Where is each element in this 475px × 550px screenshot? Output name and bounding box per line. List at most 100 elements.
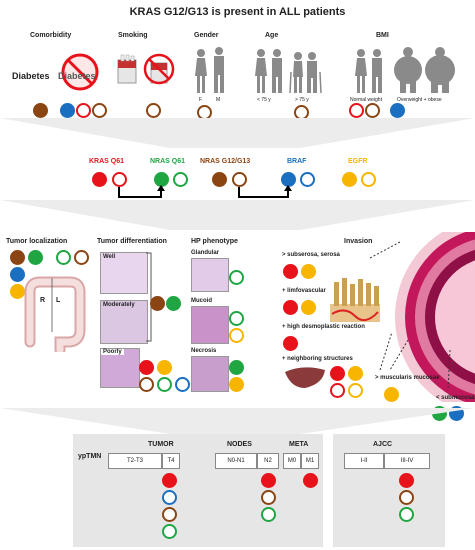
moderately-green-dot [166, 296, 181, 311]
nras-g12-label: NRAS G12/G13 [200, 158, 251, 165]
m1-red-dot [303, 473, 318, 488]
gender-f-label: F [199, 97, 203, 103]
kras-q61-label: KRAS Q61 [89, 158, 125, 165]
mucoid-green-ring [229, 311, 244, 326]
neighboring-red-dot [330, 366, 345, 381]
subserosa-yellow-dot [301, 264, 316, 279]
kras-q61-red-ring [112, 172, 127, 187]
age-header: Age [265, 32, 279, 39]
n2-brown-ring [261, 490, 276, 505]
necrosis-label: Necrosis [191, 348, 217, 354]
limfovascular-yellow-dot [301, 300, 316, 315]
male-figure-icon [211, 46, 227, 94]
age-under-label: < 75 y [257, 97, 271, 103]
glandular-green-ring [229, 270, 244, 285]
comorbidity-brown-dot [33, 103, 48, 118]
liver-icon [283, 366, 327, 390]
necrosis-green-dot [229, 360, 244, 375]
funnel-band-3 [0, 408, 475, 434]
m1-cell: M1 [301, 453, 319, 469]
histology-necrosis [191, 356, 229, 392]
staging-panel [73, 434, 323, 547]
ajcc-red-dot [399, 473, 414, 488]
i-ii-cell: I-II [344, 453, 384, 469]
desmoplastic-label: + high desmoplastic reaction [282, 324, 365, 330]
braf-blue-dot [281, 172, 296, 187]
mucoid-yellow-ring [229, 328, 244, 343]
no-diabetes-icon [60, 52, 100, 92]
n0n1-cell: N0-N1 [215, 453, 257, 469]
nras-g12-brown-dot [212, 172, 227, 187]
section-pathology: Tumor localization R L Tumor differentia… [0, 219, 475, 421]
yptmn-label: ypTMN [78, 453, 102, 460]
nras-q61-green-ring [173, 172, 188, 187]
elderly-people-icon [288, 50, 322, 94]
neighboring-label: + neighboring structures [282, 356, 353, 362]
bmi-over-blue-dot [390, 103, 405, 118]
histology-moderately [100, 300, 148, 344]
no-smoking-icon [143, 53, 175, 85]
loc-green-dot [28, 250, 43, 265]
t4-blue-ring [162, 490, 177, 505]
moderately-label: Moderately [103, 302, 135, 308]
gender-m-label: M [216, 97, 221, 103]
smoking-header: Smoking [118, 32, 148, 39]
invasion-pointers [280, 230, 475, 420]
loc-brown-ring [74, 250, 89, 265]
normal-weight-icon [352, 48, 386, 94]
overweight-icon [392, 46, 458, 94]
n2-green-ring [261, 507, 276, 522]
tumor-localization-header: Tumor localization [6, 238, 68, 245]
t4-cell: T4 [162, 453, 180, 469]
iii-iv-cell: III-IV [384, 453, 430, 469]
m0-cell: M0 [283, 453, 301, 469]
diabetes-crossed-label: Diabetes [58, 71, 96, 81]
poorly-yellow-dot [157, 360, 172, 375]
n2-cell: N2 [257, 453, 279, 469]
loc-blue-dot [10, 267, 25, 282]
tumor-header: TUMOR [148, 441, 174, 448]
tumor-differentiation-header: Tumor differentiation [97, 238, 167, 245]
age-over-label: > 75 y [295, 97, 309, 103]
neighboring-red-ring [330, 383, 345, 398]
bmi-header: BMI [376, 32, 389, 39]
t4-brown-ring [162, 507, 177, 522]
egfr-label: EGFR [348, 158, 368, 165]
nras-q61-label: NRAS Q61 [150, 158, 186, 165]
bmi-normal-red-ring [349, 103, 364, 118]
limfovascular-label: + limfovascular [282, 288, 326, 294]
no-diabetes-red-ring [76, 103, 91, 118]
ajcc-header: AJCC [373, 441, 393, 448]
section-demographics: Comorbidity Smoking Gender Age BMI Diabe… [0, 20, 475, 130]
no-diabetes-blue-dot [60, 103, 75, 118]
cigarette-pack-icon [117, 54, 137, 84]
bmi-normal-label: Normal weight [350, 97, 382, 103]
histology-mucoid [191, 306, 229, 344]
limfovascular-red-dot [283, 300, 298, 315]
t2t3-cell: T2-T3 [108, 453, 162, 469]
muscularis-label: > muscularis mucosae [375, 375, 440, 381]
mutation-connectors [0, 150, 475, 210]
egfr-yellow-dot [342, 172, 357, 187]
mucoid-label: Mucoid [191, 298, 212, 304]
female-figure-icon [193, 48, 209, 94]
comorbidity-header: Comorbidity [30, 32, 72, 39]
ajcc-panel [333, 434, 445, 547]
colon-wall-section-icon [385, 219, 475, 415]
no-diabetes-brown-ring [92, 103, 107, 118]
loc-yellow-dot [10, 284, 25, 299]
nras-g12-brown-ring [232, 172, 247, 187]
bmi-normal-brown-ring [365, 103, 380, 118]
no-smoking-brown-ring [146, 103, 161, 118]
loc-l-label: L [56, 297, 61, 304]
poorly-label: Poorly [101, 349, 124, 355]
t4-green-ring [162, 524, 177, 539]
braf-label: BRAF [287, 158, 307, 165]
nras-q61-green-dot [154, 172, 169, 187]
diabetes-label: Diabetes [12, 71, 50, 81]
glandular-label: Glandular [191, 250, 220, 256]
loc-brown-dot [10, 250, 25, 265]
desmoplastic-red-dot [283, 336, 298, 351]
well-label: Well [103, 254, 116, 260]
meta-header: META [289, 441, 309, 448]
